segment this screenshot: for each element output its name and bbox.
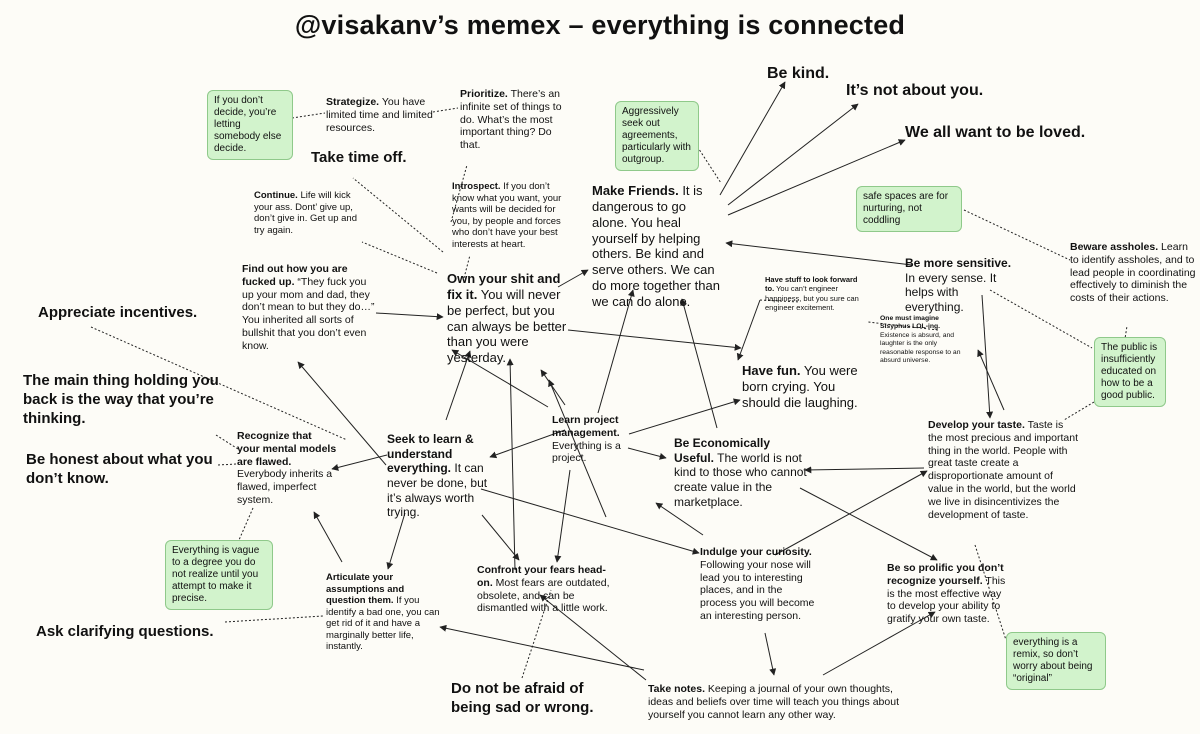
node-articulate: Articulate your assumptions and question… (326, 572, 440, 653)
connector-arrow (331, 454, 388, 471)
connector-arrow (297, 361, 387, 466)
connector-arrow (554, 469, 571, 563)
node-develop-taste: Develop your taste. Taste is the most pr… (928, 419, 1078, 521)
node-main-thing: The main thing holding you back is the w… (23, 372, 219, 428)
connector-dotted (963, 209, 1071, 261)
connector-arrow (480, 488, 700, 555)
node-recognize: Recognize that your mental models are fl… (237, 430, 337, 506)
node-continue: Continue. Life will kick your ass. Dont’… (254, 190, 357, 236)
connector-dotted (432, 107, 459, 113)
node-make-friends: Make Friends. It is dangerous to go alon… (592, 183, 720, 310)
node-appreciate-incentives: Appreciate incentives. (38, 304, 198, 321)
node-not-about-you: It’s not about you. (846, 82, 984, 99)
node-be-prolific: Be so prolific you don’t recognize yours… (887, 562, 1006, 626)
connector-dotted (352, 177, 444, 253)
node-be-honest: Be honest about what you don’t know. (26, 451, 213, 488)
connector-dotted (217, 463, 238, 466)
connector-arrow (822, 611, 936, 676)
connector-arrow (799, 487, 938, 561)
connector-dotted (361, 241, 438, 274)
connector-arrow (725, 240, 913, 266)
note-public: The public is insufficiently educated on… (1094, 337, 1166, 407)
node-not-afraid: Do not be afraid of being sad or wrong. (451, 680, 594, 717)
connector-dotted (974, 544, 1007, 641)
connector-arrow (774, 470, 928, 556)
connector-arrow (597, 289, 635, 414)
connector-dotted (215, 434, 239, 450)
connector-arrow (375, 312, 444, 321)
connector-arrow (736, 299, 761, 361)
connector-dotted (90, 326, 348, 441)
connector-dotted (1123, 325, 1128, 346)
diagram-title: @visakanv’s memex – everything is connec… (294, 10, 906, 40)
connector-arrow (655, 502, 704, 536)
connector-arrow (445, 350, 472, 421)
connector-dotted (291, 112, 326, 119)
connector-arrow (567, 329, 742, 351)
connector-arrow (451, 349, 549, 408)
connector-arrow (557, 269, 589, 288)
connector-arrow (313, 511, 343, 563)
node-prioritize: Prioritize. There’s an infinite set of t… (460, 88, 562, 152)
connector-arrow (386, 512, 406, 570)
connector-arrow (439, 624, 645, 671)
note-remix: everything is a remix, so don’t worry ab… (1006, 632, 1106, 690)
connector-dotted (759, 299, 801, 303)
node-introspect: Introspect. If you don’t know what you w… (452, 181, 562, 250)
connector-dotted (989, 289, 1093, 349)
node-be-kind: Be kind. (767, 65, 830, 82)
connector-arrow (804, 466, 925, 474)
note-safe-spaces: safe spaces are for nurturing, not coddl… (856, 186, 962, 232)
note-decide: If you don’t decide, you’re letting some… (207, 90, 293, 160)
connector-arrow (481, 514, 520, 561)
connector-arrow (540, 369, 566, 406)
connector-arrow (977, 349, 1005, 411)
node-take-notes: Take notes. Keeping a journal of your ow… (648, 683, 899, 721)
connector-arrow (627, 447, 667, 460)
connector-dotted (1063, 401, 1095, 421)
node-strategize: Strategize. You have limited time and li… (326, 96, 433, 134)
connector-arrow (727, 139, 906, 216)
connector-arrow (548, 379, 607, 518)
connector-dotted (224, 615, 324, 623)
node-take-time-off: Take time off. (311, 149, 407, 166)
connector-arrow (539, 594, 647, 681)
connector-arrow (727, 103, 859, 206)
note-vague: Everything is vague to a degree you do n… (165, 540, 273, 610)
connector-dotted (450, 164, 468, 223)
connector-arrow (628, 398, 741, 435)
connector-arrow (489, 429, 566, 459)
connector-arrow (680, 298, 718, 429)
node-sisyphus: One must imagine Sisyphus LOL-ing. Exist… (880, 315, 961, 365)
note-agreements: Aggressively seek out agreements, partic… (615, 101, 699, 171)
connector-arrow (764, 632, 777, 676)
node-confront-fears: Confront your fears head-on. Most fears … (477, 564, 610, 615)
node-find-out: Find out how you are fucked up. “They fu… (242, 263, 375, 352)
node-all-want-loved: We all want to be loved. (905, 124, 1086, 141)
node-beware-assholes: Beware assholes. Learn to identify assho… (1070, 241, 1196, 305)
connector-dotted (521, 589, 552, 679)
connector-arrow (981, 294, 994, 419)
node-ask-questions: Ask clarifying questions. (36, 623, 214, 640)
node-learn-pm: Learn project management. Everything is … (552, 414, 621, 465)
connector-dotted (238, 507, 254, 541)
connector-arrow (719, 81, 786, 196)
node-have-stuff: Have stuff to look forward to. You can’t… (765, 275, 859, 313)
node-curiosity: Indulge your curiosity. Following your n… (700, 546, 815, 622)
connector-arrow (506, 358, 516, 571)
node-own-your-shit: Own your shit and fix it. You will never… (447, 271, 567, 366)
node-economically-useful: Be Economically Useful. The world is not… (674, 436, 807, 509)
node-seek-to-learn: Seek to learn & understand everything. I… (387, 432, 488, 520)
node-be-sensitive: Be more sensitive. In every sense. It he… (905, 256, 1012, 314)
node-have-fun: Have fun. You were born crying. You shou… (742, 363, 858, 410)
